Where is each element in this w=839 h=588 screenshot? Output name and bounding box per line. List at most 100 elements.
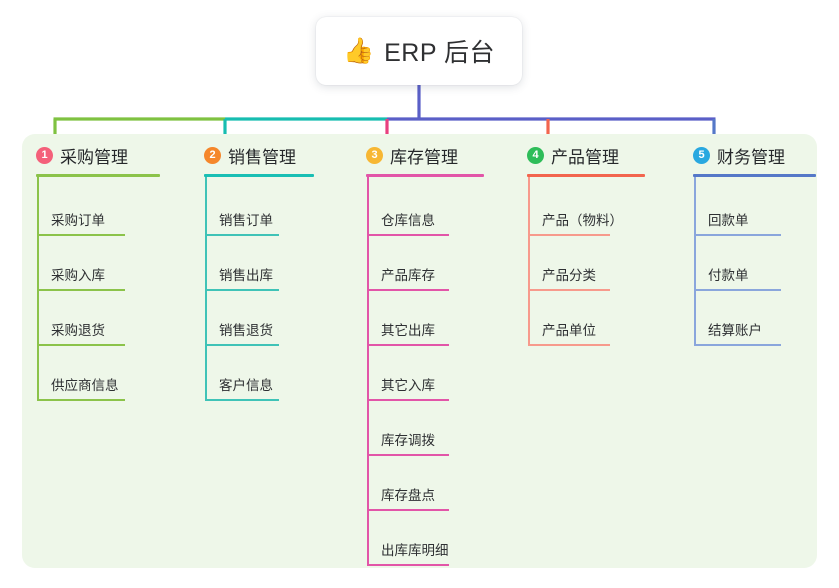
list-item-label: 产品库存 — [381, 268, 435, 284]
column-header-1[interactable]: 1 采购管理 — [22, 142, 182, 168]
list-item[interactable]: 产品单位 — [513, 291, 673, 346]
column-title: 销售管理 — [228, 147, 296, 167]
list-item[interactable]: 销售出库 — [190, 236, 345, 291]
number-badge-icon: 1 — [36, 146, 53, 164]
list-item[interactable]: 付款单 — [679, 236, 817, 291]
list-item-label: 供应商信息 — [51, 378, 119, 394]
list-item-underline — [205, 289, 279, 291]
list-item-underline — [37, 344, 125, 346]
list-item-underline — [205, 344, 279, 346]
column-1: 1 采购管理采购订单采购入库采购退货供应商信息 — [22, 142, 182, 401]
list-item-label: 采购退货 — [51, 323, 105, 339]
list-item[interactable]: 产品分类 — [513, 236, 673, 291]
list-item-underline — [367, 234, 449, 236]
list-item-label: 产品（物料） — [542, 213, 623, 229]
number-badge-icon: 3 — [366, 146, 383, 164]
list-item-label: 库存调拨 — [381, 433, 435, 449]
list-item[interactable]: 结算账户 — [679, 291, 817, 346]
list-item[interactable]: 产品库存 — [352, 236, 507, 291]
item-list: 产品（物料） 产品分类产品单位 — [513, 177, 673, 346]
column-header-5[interactable]: 5 财务管理 — [679, 142, 817, 168]
column-underline — [366, 174, 484, 177]
list-item-underline — [528, 234, 610, 236]
list-item-label: 付款单 — [708, 268, 749, 284]
branch-spine — [205, 177, 207, 401]
column-title: 采购管理 — [60, 147, 128, 167]
list-item[interactable]: 出库库明细 — [352, 511, 507, 566]
list-item-label: 销售出库 — [219, 268, 273, 284]
list-item-underline — [694, 289, 781, 291]
list-item-label: 其它出库 — [381, 323, 435, 339]
list-item[interactable]: 采购入库 — [22, 236, 182, 291]
list-item-underline — [367, 454, 449, 456]
list-item[interactable]: 销售订单 — [190, 181, 345, 236]
column-underline — [527, 174, 645, 177]
list-item-underline — [528, 289, 610, 291]
column-title: 库存管理 — [390, 147, 458, 167]
column-3: 3 库存管理仓库信息产品库存其它出库其它入库库存调拨库存盘点出库库明细 — [352, 142, 507, 566]
list-item[interactable]: 库存盘点 — [352, 456, 507, 511]
thumbs-up-icon: 👍 — [342, 36, 375, 65]
list-item-underline — [367, 509, 449, 511]
item-list: 销售订单销售出库销售退货客户信息 — [190, 177, 345, 401]
column-4: 4 产品管理产品（物料） 产品分类产品单位 — [513, 142, 673, 346]
list-item-underline — [367, 399, 449, 401]
list-item-label: 其它入库 — [381, 378, 435, 394]
list-item-underline — [205, 234, 279, 236]
list-item-underline — [205, 399, 279, 401]
list-item-underline — [528, 344, 610, 346]
column-5: 5 财务管理回款单付款单结算账户 — [679, 142, 817, 346]
number-badge-icon: 4 — [527, 146, 544, 164]
list-item-underline — [367, 344, 449, 346]
column-title: 产品管理 — [551, 147, 619, 167]
list-item-label: 出库库明细 — [381, 543, 449, 559]
list-item-label: 回款单 — [708, 213, 749, 229]
list-item[interactable]: 供应商信息 — [22, 346, 182, 401]
list-item[interactable]: 仓库信息 — [352, 181, 507, 236]
list-item-underline — [367, 289, 449, 291]
list-item[interactable]: 回款单 — [679, 181, 817, 236]
list-item-underline — [694, 344, 781, 346]
root-title: ERP 后台 — [384, 39, 496, 67]
list-item-label: 产品分类 — [542, 268, 596, 284]
number-badge-icon: 5 — [693, 146, 710, 164]
column-underline — [204, 174, 314, 177]
list-item-underline — [694, 234, 781, 236]
content-panel — [22, 134, 817, 568]
list-item[interactable]: 其它入库 — [352, 346, 507, 401]
branch-spine — [694, 177, 696, 346]
branch-spine — [367, 177, 369, 566]
list-item[interactable]: 采购订单 — [22, 181, 182, 236]
column-header-2[interactable]: 2 销售管理 — [190, 142, 345, 168]
column-2: 2 销售管理销售订单销售出库销售退货客户信息 — [190, 142, 345, 401]
column-header-3[interactable]: 3 库存管理 — [352, 142, 507, 168]
item-list: 采购订单采购入库采购退货供应商信息 — [22, 177, 182, 401]
root-node[interactable]: 👍 ERP 后台 — [316, 17, 522, 85]
list-item-label: 客户信息 — [219, 378, 273, 394]
list-item[interactable]: 库存调拨 — [352, 401, 507, 456]
column-title: 财务管理 — [717, 147, 785, 167]
list-item-label: 库存盘点 — [381, 488, 435, 504]
column-header-4[interactable]: 4 产品管理 — [513, 142, 673, 168]
list-item[interactable]: 采购退货 — [22, 291, 182, 346]
list-item[interactable]: 销售退货 — [190, 291, 345, 346]
list-item-label: 采购入库 — [51, 268, 105, 284]
list-item-label: 销售退货 — [219, 323, 273, 339]
list-item-underline — [37, 234, 125, 236]
branch-spine — [528, 177, 530, 346]
list-item-label: 销售订单 — [219, 213, 273, 229]
list-item-underline — [37, 289, 125, 291]
list-item-label: 产品单位 — [542, 323, 596, 339]
column-underline — [693, 174, 816, 177]
list-item[interactable]: 客户信息 — [190, 346, 345, 401]
list-item-label: 结算账户 — [708, 323, 762, 339]
list-item-label: 采购订单 — [51, 213, 105, 229]
item-list: 仓库信息产品库存其它出库其它入库库存调拨库存盘点出库库明细 — [352, 177, 507, 566]
list-item[interactable]: 产品（物料） — [513, 181, 673, 236]
item-list: 回款单付款单结算账户 — [679, 177, 817, 346]
list-item[interactable]: 其它出库 — [352, 291, 507, 346]
column-underline — [36, 174, 160, 177]
list-item-label: 仓库信息 — [381, 213, 435, 229]
number-badge-icon: 2 — [204, 146, 221, 164]
